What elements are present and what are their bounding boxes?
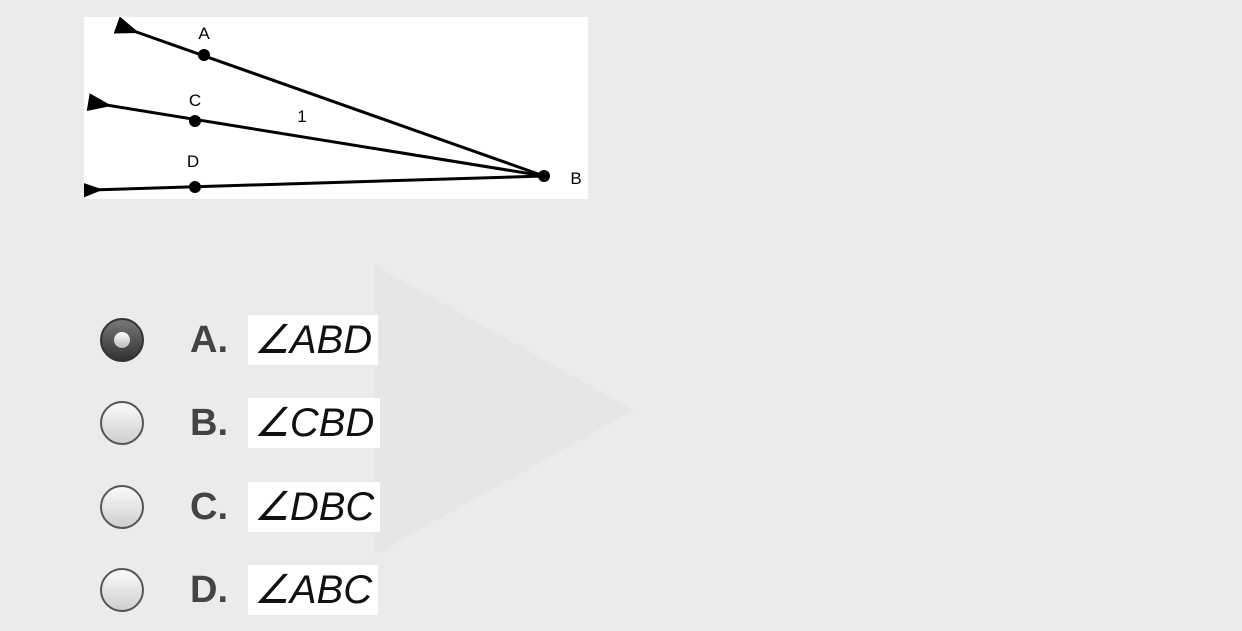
- point-a: [198, 49, 210, 61]
- radio-button[interactable]: [100, 568, 144, 612]
- option-letter: D.: [190, 568, 228, 611]
- geometry-figure: A C D 1 B: [84, 17, 588, 199]
- label-c: C: [189, 91, 201, 110]
- option-letter: A.: [190, 318, 228, 361]
- option-b[interactable]: B. ∠CBD: [100, 398, 381, 448]
- ray-bd: [84, 174, 545, 199]
- radio-button[interactable]: [100, 485, 144, 529]
- option-letter: B.: [190, 401, 228, 444]
- label-angle-1: 1: [297, 107, 306, 126]
- option-text: ∠ABC: [248, 565, 379, 615]
- point-c: [189, 115, 201, 127]
- option-d[interactable]: D. ∠ABC: [100, 565, 379, 615]
- option-letter: C.: [190, 485, 228, 528]
- option-c[interactable]: C. ∠DBC: [100, 482, 381, 532]
- background-shape: [374, 265, 634, 555]
- label-a: A: [198, 24, 210, 43]
- label-d: D: [187, 152, 199, 171]
- ray-bc: [86, 93, 545, 178]
- radio-button[interactable]: [100, 401, 144, 445]
- option-a[interactable]: A. ∠ABD: [100, 315, 379, 365]
- option-text: ∠CBD: [248, 398, 381, 448]
- point-b: [538, 170, 550, 182]
- point-d: [189, 181, 201, 193]
- radio-button-selected[interactable]: [100, 318, 144, 362]
- ray-ba: [113, 17, 545, 178]
- option-text: ∠ABD: [248, 315, 379, 365]
- option-text: ∠DBC: [248, 482, 381, 532]
- label-b: B: [570, 169, 581, 188]
